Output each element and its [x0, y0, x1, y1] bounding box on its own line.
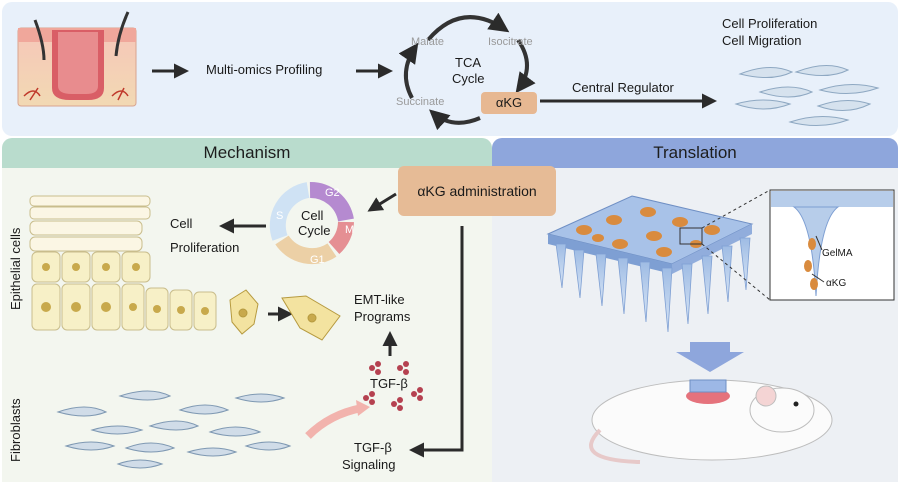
- tca-title-line2: Cycle: [452, 71, 485, 86]
- migrating-cells-illustration: [734, 65, 880, 126]
- tgfb-signaling-line2: Signaling: [342, 457, 396, 472]
- akg-administration-box: αKG administration: [398, 166, 556, 216]
- tgfb-signaling-line1: TGF-β: [354, 440, 392, 455]
- microneedle-patch-illustration: [546, 189, 771, 333]
- phase-s: S: [276, 210, 284, 222]
- epithelial-layers: [29, 195, 217, 331]
- outcome-proliferation-label: Cell Proliferation: [722, 16, 818, 31]
- fibroblasts-label: Fibroblasts: [8, 398, 23, 462]
- inset-akg-label: αKG: [826, 278, 847, 289]
- emt-line1: EMT-like: [354, 292, 405, 307]
- proliferation-line1: Cell: [170, 216, 193, 231]
- akg-box: αKG: [481, 92, 537, 114]
- emt-line2: Programs: [354, 309, 411, 324]
- needle-zoom-inset: [769, 189, 895, 301]
- phase-g1: G1: [310, 254, 325, 266]
- tgfb-label: TGF-β: [370, 376, 408, 391]
- multiomics-label: Multi-omics Profiling: [206, 62, 323, 77]
- mechanism-header: Mechanism: [2, 138, 492, 168]
- outcome-migration-label: Cell Migration: [722, 33, 802, 48]
- mouse-illustration: [589, 379, 833, 464]
- arrow-to-tgfb-signaling: [409, 226, 464, 458]
- tgfb-molecules: [363, 361, 423, 411]
- tca-isocitrate-label: Isocitrate: [488, 36, 533, 48]
- arrow-to-mouse: [676, 342, 744, 372]
- skin-wound-illustration: [17, 11, 137, 107]
- fibroblasts-illustration: [56, 390, 292, 469]
- tca-succinate-label: Succinate: [396, 96, 445, 108]
- arrow-fibroblast-activation: [305, 404, 363, 439]
- gelma-label: GelMA: [822, 248, 853, 259]
- tca-title-line1: TCA: [455, 55, 481, 70]
- cell-cycle-line1: Cell: [301, 208, 324, 223]
- tca-malate-label: Malate: [411, 36, 445, 48]
- cell-cycle-line2: Cycle: [298, 223, 331, 238]
- emt-cells: [229, 289, 341, 341]
- proliferation-line2: Proliferation: [170, 240, 240, 255]
- epithelial-cells-label: Epithelial cells: [8, 227, 23, 310]
- translation-header: Translation: [492, 138, 898, 168]
- phase-g2: G2: [325, 187, 340, 199]
- arrow-to-cell-cycle: [367, 192, 397, 212]
- central-regulator-label: Central Regulator: [572, 80, 674, 95]
- phase-m: M: [345, 224, 355, 236]
- cell-cycle-ring: [269, 182, 354, 265]
- tca-cycle-arrows: [398, 12, 536, 131]
